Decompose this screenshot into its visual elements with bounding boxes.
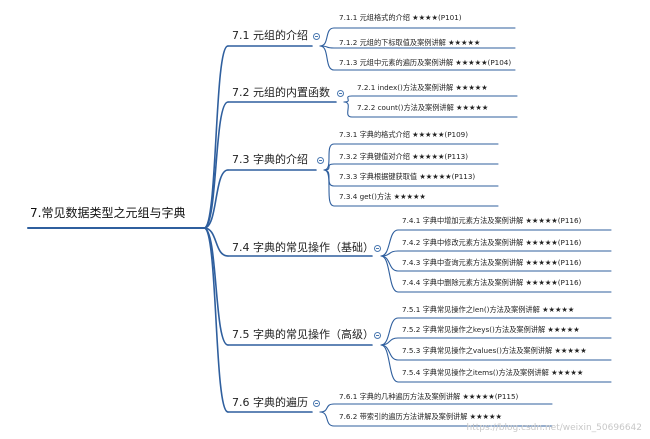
connector-line bbox=[380, 229, 399, 257]
collapse-toggle-icon[interactable] bbox=[337, 90, 344, 97]
connector-line bbox=[319, 45, 335, 71]
section-7-4[interactable]: 7.4 字典的常见操作（基础） bbox=[232, 241, 374, 254]
leaf-7-6-2[interactable]: 7.6.2 带索引的遍历方法讲解及案例讲解 ★★★★★ bbox=[339, 412, 502, 421]
watermark: https://blog.csdn.net/weixin_50696642 bbox=[466, 423, 642, 433]
connector-line bbox=[203, 227, 229, 257]
connector-line bbox=[380, 344, 399, 361]
leaf-7-3-3[interactable]: 7.3.3 字典根据键获取值 ★★★★★(P113) bbox=[339, 172, 476, 181]
leaf-7-1-2[interactable]: 7.1.2 元组的下标取值及案例讲解 ★★★★★ bbox=[339, 38, 481, 47]
section-7-5[interactable]: 7.5 字典的常见操作（高级） bbox=[232, 328, 374, 341]
section-7-3[interactable]: 7.3 字典的介绍 bbox=[232, 153, 308, 166]
connector-line bbox=[380, 317, 399, 346]
leaf-7-6-1[interactable]: 7.6.1 字典的几种遍历方法及案例讲解 ★★★★★(P115) bbox=[339, 392, 519, 401]
leaf-7-3-1[interactable]: 7.3.1 字典的格式介绍 ★★★★★(P109) bbox=[339, 130, 469, 139]
leaf-7-1-1[interactable]: 7.1.1 元组格式的介绍 ★★★★(P101) bbox=[339, 13, 462, 22]
leaf-7-5-2[interactable]: 7.5.2 字典常见操作之keys()方法及案例讲解 ★★★★★ bbox=[402, 325, 580, 334]
leaf-7-5-4[interactable]: 7.5.4 字典常见操作之items()方法及案例讲解 ★★★★★ bbox=[402, 368, 584, 377]
connector-line bbox=[319, 27, 335, 47]
section-7-1[interactable]: 7.1 元组的介绍 bbox=[232, 29, 308, 42]
connector-line bbox=[343, 101, 353, 118]
connector-line bbox=[319, 411, 335, 427]
root-node[interactable]: 7.常见数据类型之元组与字典 bbox=[30, 206, 186, 220]
collapse-toggle-icon[interactable] bbox=[374, 332, 381, 339]
leaf-7-4-4[interactable]: 7.4.4 字典中删除元素方法及案例讲解 ★★★★★(P116) bbox=[402, 278, 582, 287]
leaf-7-3-4[interactable]: 7.3.4 get()方法 ★★★★★ bbox=[339, 192, 426, 201]
section-7-6[interactable]: 7.6 字典的遍历 bbox=[232, 396, 308, 409]
connector-line bbox=[203, 45, 229, 229]
collapse-toggle-icon[interactable] bbox=[317, 157, 324, 164]
connector-line bbox=[343, 95, 353, 103]
collapse-toggle-icon[interactable] bbox=[313, 33, 320, 40]
leaf-7-4-1[interactable]: 7.4.1 字典中增加元素方法及案例讲解 ★★★★★(P116) bbox=[402, 216, 582, 225]
connector-line bbox=[323, 143, 335, 171]
connector-line bbox=[319, 403, 335, 413]
connector-line bbox=[380, 255, 399, 272]
connector-line bbox=[203, 169, 229, 229]
leaf-7-4-3[interactable]: 7.4.3 字典中查询元素方法及案例讲解 ★★★★★(P116) bbox=[402, 258, 582, 267]
leaf-7-4-2[interactable]: 7.4.2 字典中修改元素方法及案例讲解 ★★★★★(P116) bbox=[402, 238, 582, 247]
connector-line bbox=[203, 227, 229, 413]
connector-line bbox=[203, 101, 229, 229]
leaf-7-3-2[interactable]: 7.3.2 字典键值对介绍 ★★★★★(P113) bbox=[339, 152, 469, 161]
leaf-7-1-3[interactable]: 7.1.3 元组中元素的遍历及案例讲解 ★★★★★(P104) bbox=[339, 58, 512, 67]
section-7-2[interactable]: 7.2 元组的内置函数 bbox=[232, 86, 330, 99]
leaf-7-5-3[interactable]: 7.5.3 字典常见操作之values()方法及案例讲解 ★★★★★ bbox=[402, 346, 587, 355]
collapse-toggle-icon[interactable] bbox=[313, 400, 320, 407]
connector-line bbox=[380, 255, 399, 293]
connector-line bbox=[323, 169, 335, 207]
leaf-7-2-2[interactable]: 7.2.2 count()方法及案例讲解 ★★★★★ bbox=[357, 103, 489, 112]
connector-line bbox=[380, 344, 399, 383]
collapse-toggle-icon[interactable] bbox=[374, 245, 381, 252]
leaf-7-5-1[interactable]: 7.5.1 字典常见操作之len()方法及案例讲解 ★★★★★ bbox=[402, 305, 575, 314]
leaf-7-2-1[interactable]: 7.2.1 index()方法及案例讲解 ★★★★★ bbox=[357, 83, 488, 92]
